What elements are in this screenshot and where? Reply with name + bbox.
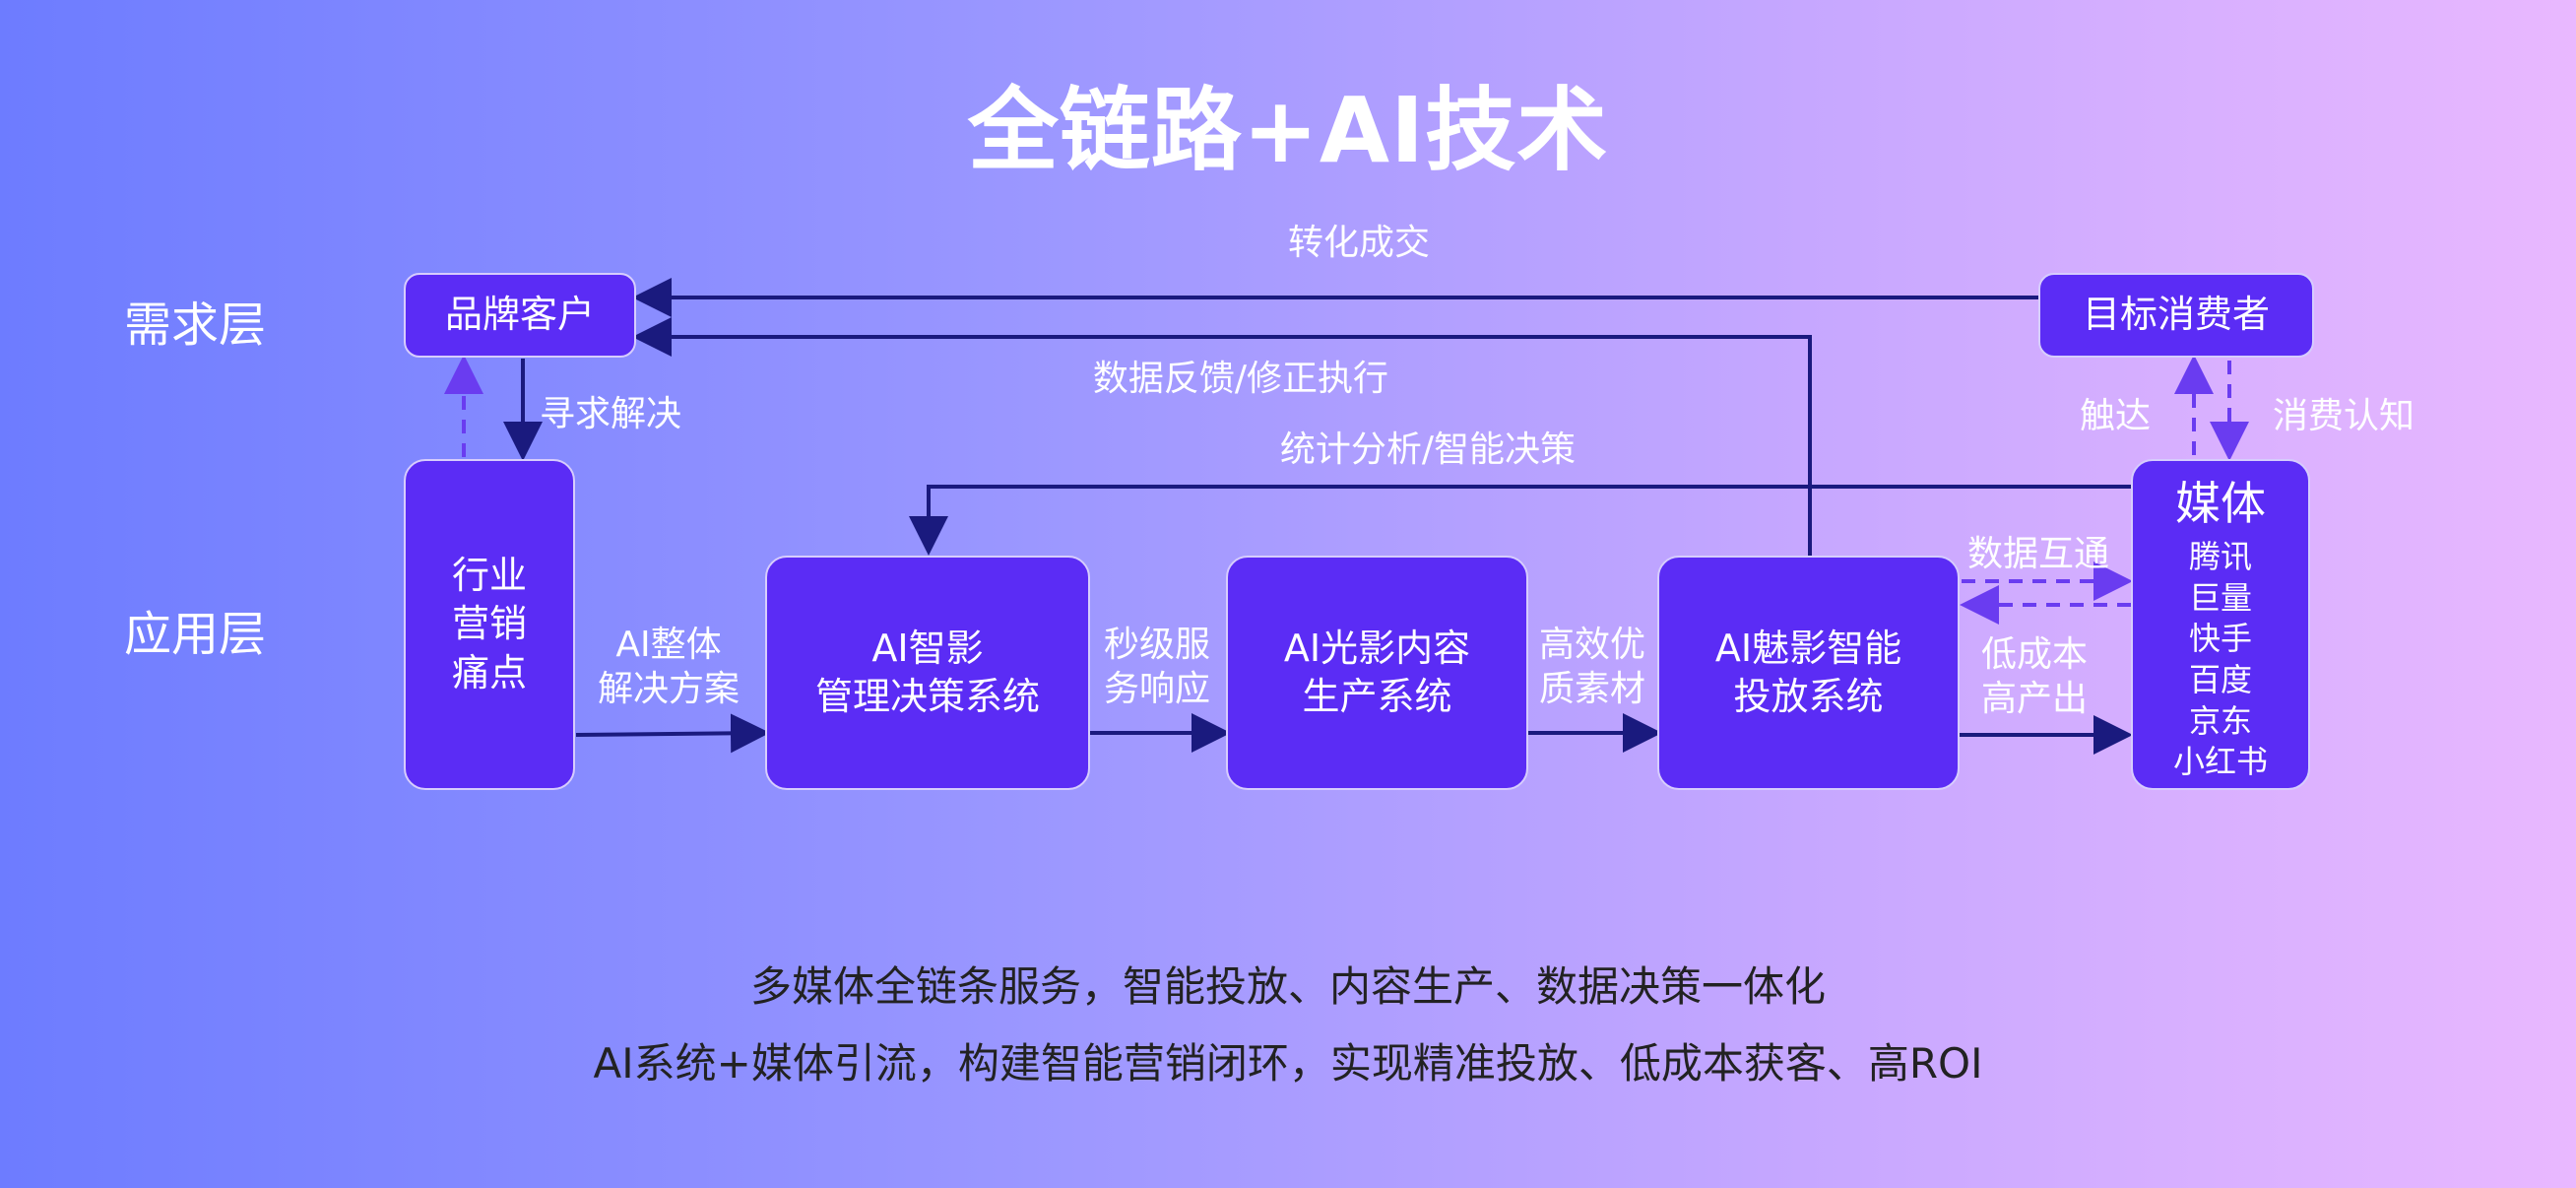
box-ai-meiying: AI魅影智能 投放系统 (1657, 556, 1960, 790)
label-ai-solution: AI整体 解决方案 (597, 625, 740, 709)
label-data-feedback: 数据反馈/修正执行 (1092, 359, 1389, 399)
box-pain-points-label: 行业 营销 痛点 (451, 553, 527, 694)
layer-label-application: 应用层 (124, 607, 267, 662)
media-item: 百度 (2188, 660, 2252, 698)
arrow-stats-analysis (909, 485, 2133, 556)
box-target-consumer-label: 目标消费者 (2082, 293, 2270, 337)
box-pain-points: 行业 营销 痛点 (404, 459, 575, 790)
box-ai-guangying-label: AI光影内容 生产系统 (1283, 626, 1471, 718)
layer-label-demand: 需求层 (124, 297, 267, 353)
media-item: 京东 (2188, 701, 2252, 740)
media-item: 巨量 (2188, 578, 2252, 617)
footer-line-1: 多媒体全链条服务，智能投放、内容生产、数据决策一体化 (749, 962, 1826, 1011)
box-ai-meiying-label: AI魅影智能 投放系统 (1714, 626, 1902, 718)
arrow-data-feedback (632, 317, 1812, 556)
footer-line-2: AI系统+媒体引流，构建智能营销闭环，实现精准投放、低成本获客、高ROI (593, 1039, 1983, 1088)
box-ai-zhiying-label: AI智影 管理决策系统 (814, 626, 1040, 718)
label-reach: 触达 (2079, 396, 2151, 436)
box-target-consumer: 目标消费者 (2038, 273, 2314, 358)
media-item: 快手 (2188, 620, 2252, 658)
label-conversion: 转化成交 (1287, 223, 1430, 263)
label-consumer-cognition: 消费认知 (2272, 396, 2415, 436)
box-brand-client: 品牌客户 (404, 273, 636, 358)
box-media: 媒体 腾讯 巨量 快手 百度 京东 小红书 (2131, 459, 2310, 790)
media-item: 小红书 (2172, 743, 2268, 781)
arrow-ai-solution (575, 713, 770, 754)
label-quality-material: 高效优 质素材 (1538, 625, 1645, 709)
media-heading: 媒体 (2175, 477, 2266, 530)
page-title: 全链路+AI技术 (967, 78, 1609, 183)
box-ai-guangying: AI光影内容 生产系统 (1226, 556, 1528, 790)
media-item: 腾讯 (2188, 538, 2252, 576)
label-seek-solution: 寻求解决 (540, 394, 682, 434)
label-low-cost: 低成本 高产出 (1980, 634, 2088, 719)
box-brand-client-label: 品牌客户 (444, 293, 595, 337)
label-stats-analysis: 统计分析/智能决策 (1279, 429, 1577, 470)
box-ai-zhiying: AI智影 管理决策系统 (765, 556, 1090, 790)
label-second-service: 秒级服 务响应 (1103, 625, 1210, 709)
label-data-interop: 数据互通 (1966, 534, 2109, 574)
